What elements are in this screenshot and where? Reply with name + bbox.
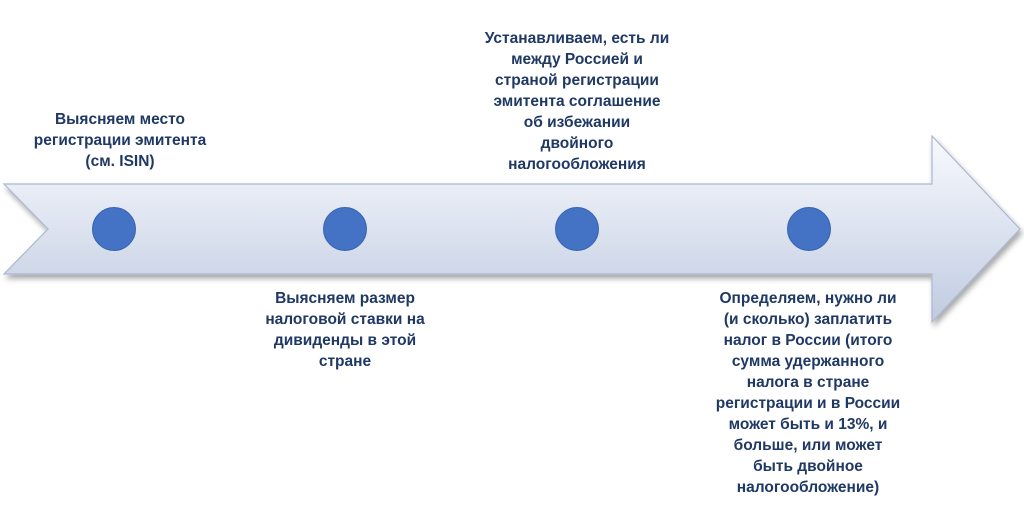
step-3-marker: [555, 207, 599, 251]
step-4-marker: [787, 207, 831, 251]
step-4-label: Определяем, нужно ли (и сколько) заплати…: [715, 290, 901, 496]
step-2-marker: [323, 207, 367, 251]
step-2-label: Выясняем размер налоговой ставки на диви…: [265, 290, 425, 370]
arrow-body: [2, 134, 1021, 324]
step-1-marker: [92, 207, 136, 251]
step-3-label: Устанавливаем, есть ли между Россией и с…: [484, 30, 670, 173]
step-1-label: Выясняем место регистрации эмитента (см.…: [33, 111, 207, 170]
